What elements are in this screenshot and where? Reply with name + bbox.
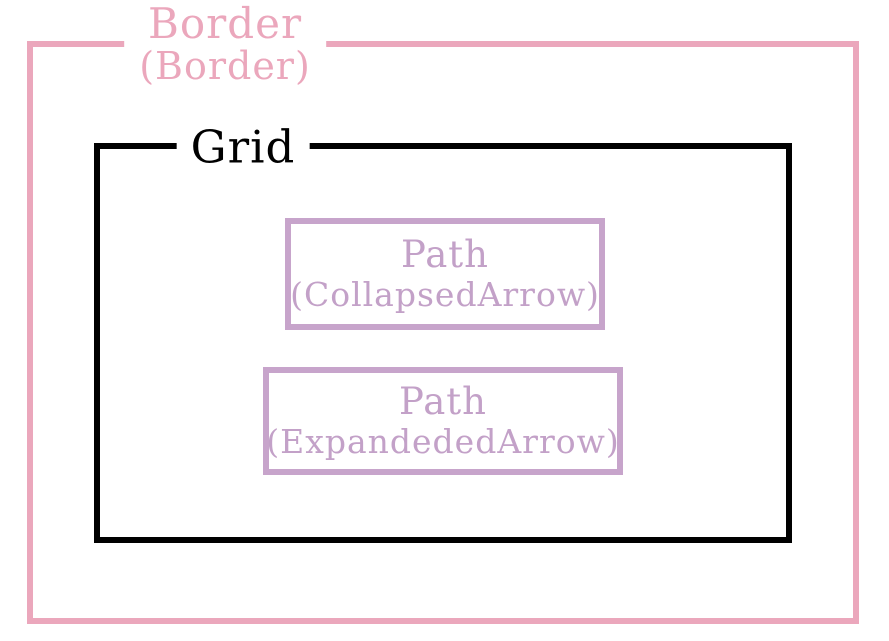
- border-node-type-label: (Border): [139, 44, 311, 89]
- path-expanded-arrow-type-label: (ExpandededArrow): [266, 421, 620, 461]
- path-collapsed-arrow-node: Path (CollapsedArrow): [285, 218, 605, 330]
- grid-node-label: Grid: [176, 120, 310, 174]
- border-node-label: Border (Border): [124, 0, 326, 89]
- border-node: [27, 41, 859, 624]
- grid-node: [94, 143, 792, 543]
- path-expanded-arrow-title: Path: [399, 380, 487, 424]
- grid-node-title: Grid: [190, 120, 296, 174]
- path-collapsed-arrow-title: Path: [401, 233, 489, 277]
- border-node-title: Border: [147, 0, 303, 49]
- path-expanded-arrow-node: Path (ExpandededArrow): [263, 367, 623, 475]
- path-collapsed-arrow-type-label: (CollapsedArrow): [290, 274, 600, 314]
